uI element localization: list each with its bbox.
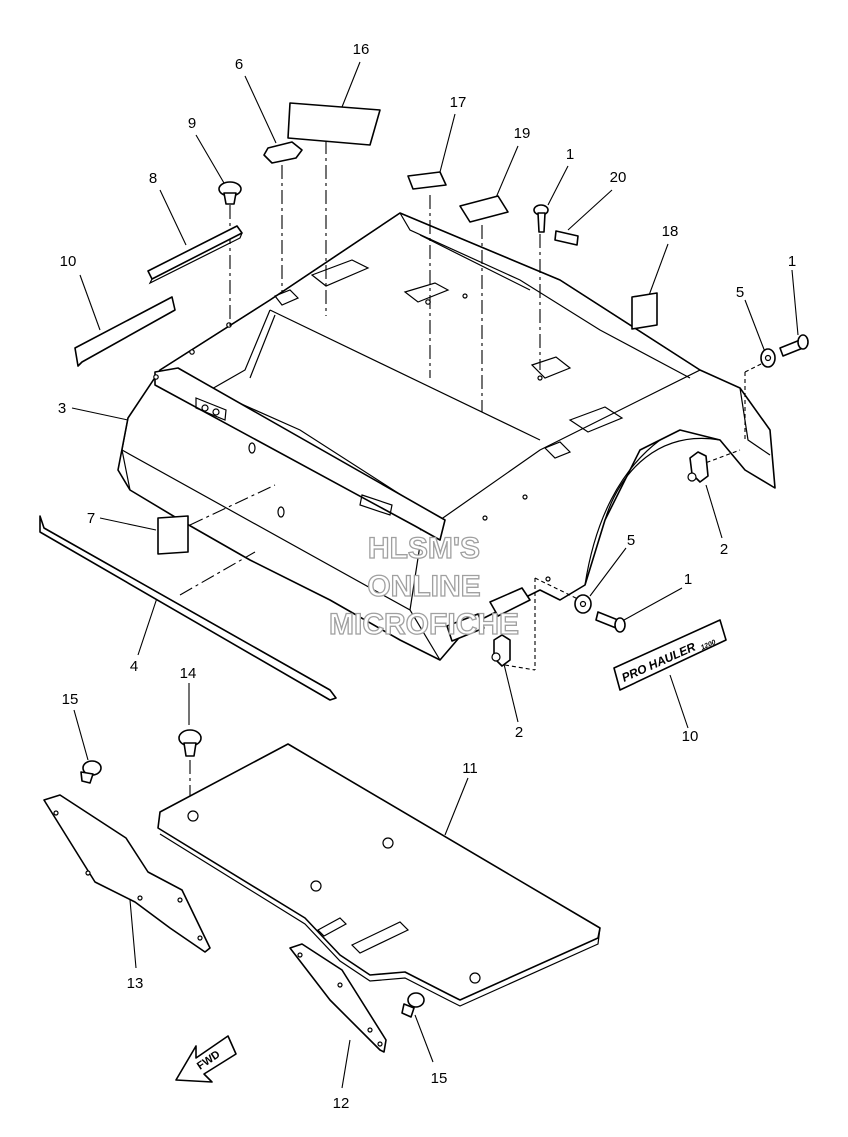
callout-8: 8 bbox=[149, 170, 157, 187]
floor-panel-11 bbox=[157, 743, 601, 1007]
callout-9: 9 bbox=[188, 115, 196, 132]
callout-leaders bbox=[71, 61, 799, 1089]
label-20 bbox=[554, 230, 579, 246]
callout-15-top: 15 bbox=[62, 691, 79, 708]
side-panel-12 bbox=[289, 943, 387, 1053]
clip-9 bbox=[218, 181, 242, 205]
callout-18: 18 bbox=[662, 223, 679, 240]
latch-2-right bbox=[687, 451, 709, 483]
callout-3: 3 bbox=[58, 400, 66, 417]
label-17 bbox=[407, 171, 447, 190]
callout-15-bottom: 15 bbox=[431, 1070, 448, 1087]
callout-14: 14 bbox=[180, 665, 197, 682]
label-7 bbox=[157, 515, 189, 555]
label-19 bbox=[459, 195, 509, 223]
callout-5-lower: 5 bbox=[627, 532, 635, 549]
decal-16 bbox=[287, 102, 381, 146]
assembly-lines bbox=[179, 140, 766, 810]
callout-12: 12 bbox=[333, 1095, 350, 1112]
watermark-line1: HLSM'S bbox=[368, 532, 480, 565]
rail-8 bbox=[147, 225, 243, 280]
clip-15-top bbox=[80, 760, 102, 784]
callout-1-top: 1 bbox=[566, 146, 574, 163]
cargo-bed bbox=[117, 212, 776, 661]
callouts: 16 6 9 8 17 19 1 20 18 10 3 5 1 2 7 5 1 … bbox=[58, 41, 796, 1112]
callout-5-right: 5 bbox=[736, 284, 744, 301]
callout-1-lower: 1 bbox=[684, 571, 692, 588]
watermark-line2: ONLINE bbox=[367, 570, 480, 603]
callout-10-left: 10 bbox=[60, 253, 77, 270]
clip-14 bbox=[178, 729, 202, 757]
forward-arrow-icon: FWD bbox=[175, 1035, 237, 1083]
callout-7: 7 bbox=[87, 510, 95, 527]
callout-2-right: 2 bbox=[720, 541, 728, 558]
callout-4: 4 bbox=[130, 658, 138, 675]
callout-13: 13 bbox=[127, 975, 144, 992]
callout-19: 19 bbox=[514, 125, 531, 142]
washer-5-right bbox=[760, 348, 776, 368]
label-18 bbox=[631, 292, 658, 330]
latch-2-lower bbox=[491, 634, 511, 667]
strip-10 bbox=[74, 296, 176, 367]
callout-17: 17 bbox=[450, 94, 467, 111]
side-panel-13 bbox=[43, 794, 211, 953]
callout-6: 6 bbox=[235, 56, 243, 73]
callout-20: 20 bbox=[610, 169, 627, 186]
washer-5-lower bbox=[574, 594, 592, 614]
bolt-1-lower bbox=[595, 611, 626, 633]
pad-6 bbox=[263, 141, 303, 164]
callout-10-lower: 10 bbox=[682, 728, 699, 745]
callout-1-right: 1 bbox=[788, 253, 796, 270]
callout-16: 16 bbox=[353, 41, 370, 58]
watermark: HLSM'S ONLINE MICROFICHE bbox=[328, 531, 519, 641]
clip-15-bottom bbox=[401, 992, 425, 1018]
bolt-1-top bbox=[533, 204, 549, 233]
callout-2-lower: 2 bbox=[515, 724, 523, 741]
bolt-1-right bbox=[779, 334, 809, 357]
callout-11: 11 bbox=[462, 760, 478, 777]
decal-pro-hauler: PRO HAULER 1200 bbox=[613, 619, 727, 691]
watermark-line3: MICROFICHE bbox=[329, 608, 519, 641]
